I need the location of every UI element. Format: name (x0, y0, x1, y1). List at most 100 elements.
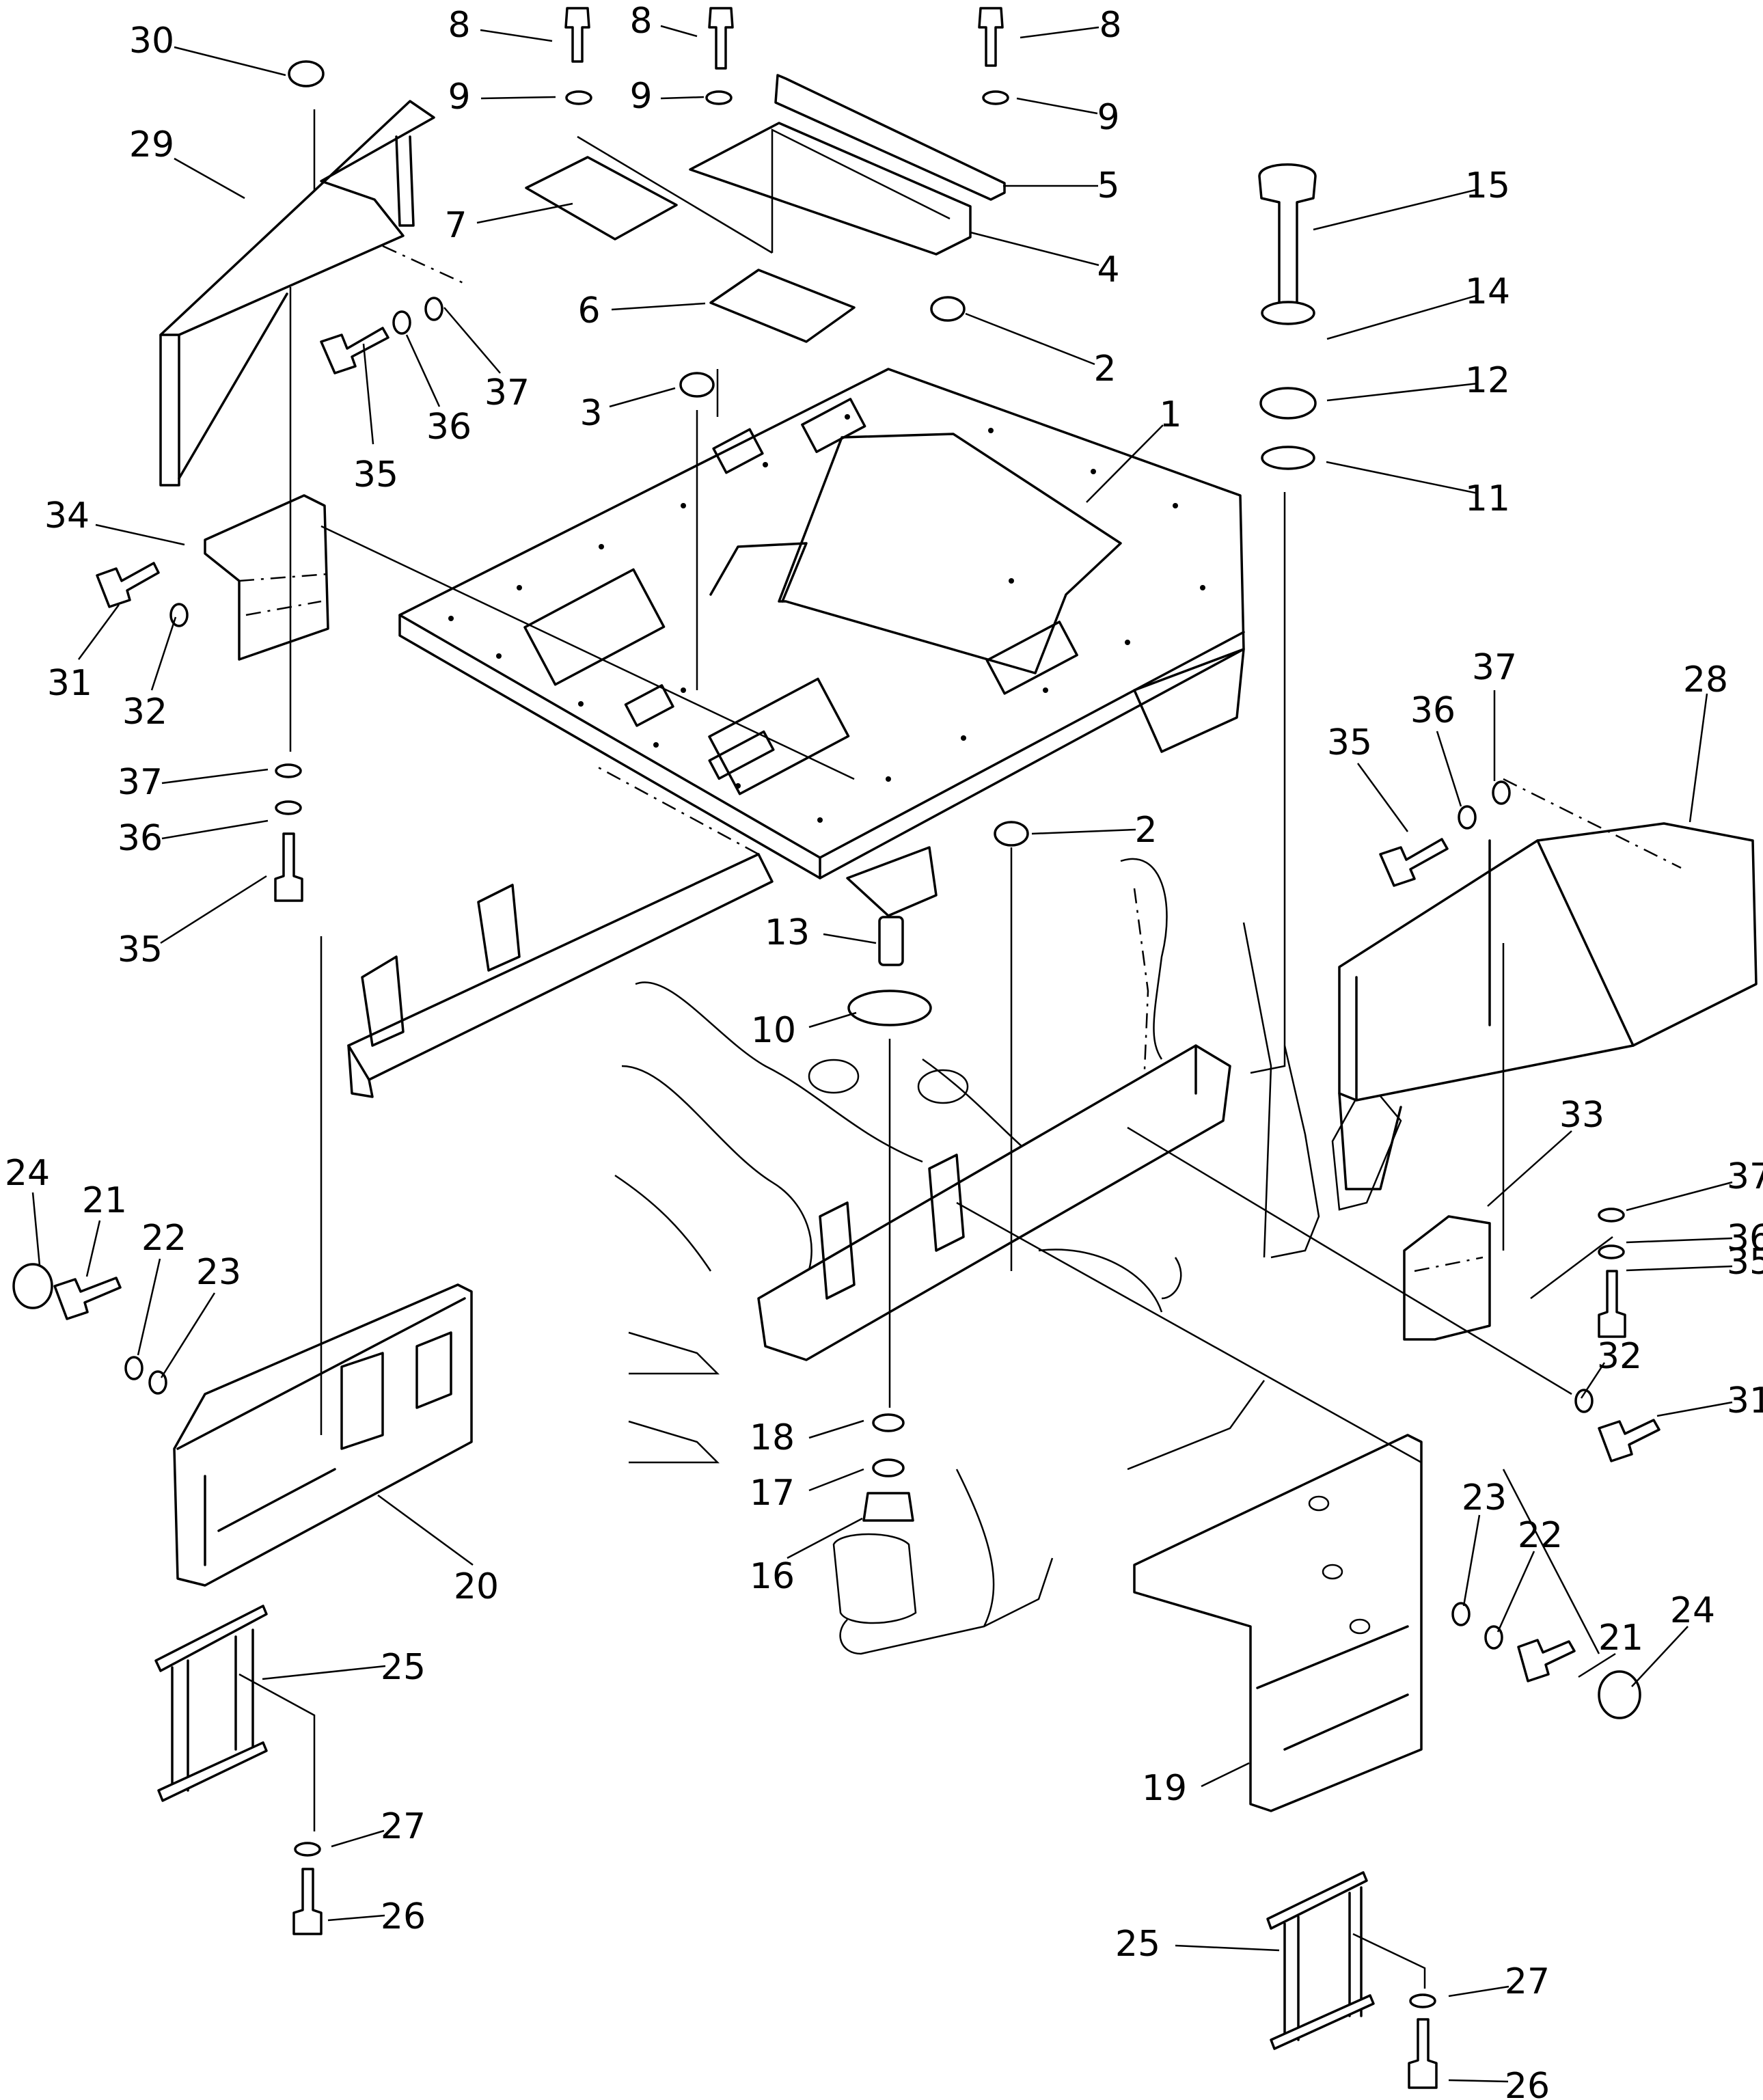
callout-leader-24 (1631, 1626, 1689, 1687)
callout-label-9: 9 (629, 76, 652, 117)
callout-label-26: 26 (381, 1896, 426, 1937)
callout-label-8: 8 (1099, 5, 1121, 46)
callout-leader-25 (1175, 1944, 1280, 1952)
callout-leader-4 (970, 231, 1099, 267)
callout-label-11: 11 (1465, 478, 1510, 519)
callout-label-17: 17 (750, 1473, 795, 1514)
callout-label-19: 19 (1142, 1768, 1187, 1809)
callout-leader-31 (1656, 1401, 1733, 1417)
callout-label-10: 10 (751, 1010, 796, 1051)
callout-label-23: 23 (196, 1252, 241, 1293)
callout-leader-2 (965, 312, 1095, 366)
callout-label-37: 37 (1727, 1156, 1763, 1197)
callout-label-6: 6 (577, 290, 600, 331)
callout-label-27: 27 (1505, 1961, 1550, 2002)
callout-label-36: 36 (118, 818, 163, 859)
callout-leader-33 (1487, 1130, 1572, 1207)
callout-leader-9 (660, 96, 705, 100)
callout-label-32: 32 (122, 692, 167, 733)
callout-leader-21 (1578, 1652, 1616, 1678)
callout-leader-23 (160, 1292, 216, 1378)
callout-leader-36 (1436, 731, 1462, 807)
callout-leader-37 (443, 307, 501, 374)
callout-label-37: 37 (118, 762, 163, 803)
callout-leader-36 (405, 334, 441, 407)
right-step-stay (1266, 1871, 1375, 2050)
callout-leader-23 (1462, 1514, 1481, 1607)
callout-leader-27 (331, 1829, 385, 1848)
callout-label-36: 36 (1410, 690, 1456, 731)
callout-leader-9 (480, 96, 556, 100)
callout-label-33: 33 (1559, 1095, 1604, 1136)
callout-label-7: 7 (444, 205, 467, 246)
callout-label-21: 21 (1598, 1618, 1643, 1659)
callout-leader-35 (362, 343, 374, 445)
callout-label-30: 30 (129, 21, 174, 62)
callout-label-28: 28 (1683, 659, 1728, 700)
right-fender (1338, 778, 1758, 1190)
callout-label-14: 14 (1465, 271, 1510, 312)
callout-leader-28 (1689, 693, 1708, 823)
callout-label-3: 3 (579, 393, 602, 434)
callout-label-24: 24 (1670, 1590, 1715, 1631)
callout-leader-3 (609, 387, 676, 408)
callout-label-22: 22 (141, 1218, 187, 1259)
callout-leader-19 (1201, 1762, 1250, 1788)
callout-label-25: 25 (1115, 1924, 1160, 1965)
callout-label-8: 8 (448, 5, 470, 46)
callout-label-15: 15 (1465, 165, 1510, 206)
callout-label-35: 35 (1727, 1242, 1763, 1283)
callout-label-29: 29 (129, 124, 174, 165)
callout-label-25: 25 (381, 1647, 426, 1688)
callout-leader-37 (1626, 1181, 1733, 1212)
callout-leader-2 (1031, 828, 1136, 835)
callout-leader-36 (161, 819, 269, 840)
callout-leader-29 (174, 157, 245, 200)
callout-leader-34 (95, 523, 185, 546)
callout-leader-12 (1326, 382, 1479, 402)
right-bracket (1403, 1215, 1491, 1341)
callout-label-36: 36 (426, 407, 472, 448)
callout-label-37: 37 (484, 372, 530, 413)
callout-leader-6 (611, 302, 706, 311)
callout-leader-13 (823, 933, 877, 944)
callout-leader-18 (808, 1419, 864, 1439)
callout-label-5: 5 (1097, 165, 1119, 206)
callout-label-24: 24 (5, 1153, 50, 1194)
left-bracket (204, 494, 329, 661)
callout-label-31: 31 (1727, 1380, 1763, 1421)
callout-leader-35 (1626, 1265, 1733, 1272)
callout-leader-27 (1448, 1985, 1509, 1997)
right-step (1133, 1434, 1423, 1812)
callout-label-22: 22 (1518, 1515, 1563, 1556)
callout-label-23: 23 (1462, 1477, 1507, 1518)
callout-label-1: 1 (1159, 394, 1181, 435)
callout-leader-37 (161, 768, 269, 785)
callout-leader-17 (808, 1468, 864, 1492)
callout-label-26: 26 (1505, 2066, 1550, 2100)
callout-label-32: 32 (1597, 1336, 1642, 1377)
callout-leader-8 (480, 29, 553, 42)
callout-leader-8 (1020, 26, 1099, 39)
callout-leader-10 (808, 1011, 857, 1028)
callout-label-36: 36 (1727, 1218, 1763, 1259)
callout-leader-32 (150, 616, 177, 691)
assembly-lines (238, 109, 1613, 1989)
callout-leader-32 (1580, 1362, 1606, 1399)
callout-leader-35 (160, 875, 267, 944)
callout-label-12: 12 (1465, 360, 1510, 401)
callout-label-35: 35 (353, 454, 398, 495)
callout-label-27: 27 (381, 1806, 426, 1847)
callout-leader-26 (1448, 2079, 1509, 2083)
callout-leader-25 (262, 1665, 386, 1680)
callout-label-21: 21 (82, 1180, 127, 1221)
callout-label-2: 2 (1134, 810, 1157, 851)
callout-label-4: 4 (1097, 249, 1119, 290)
callout-leader-35 (1356, 763, 1409, 832)
callout-label-13: 13 (765, 912, 810, 953)
front-cross-beam (347, 764, 774, 1098)
deck-plate (398, 368, 1245, 917)
callout-label-8: 8 (629, 1, 652, 42)
